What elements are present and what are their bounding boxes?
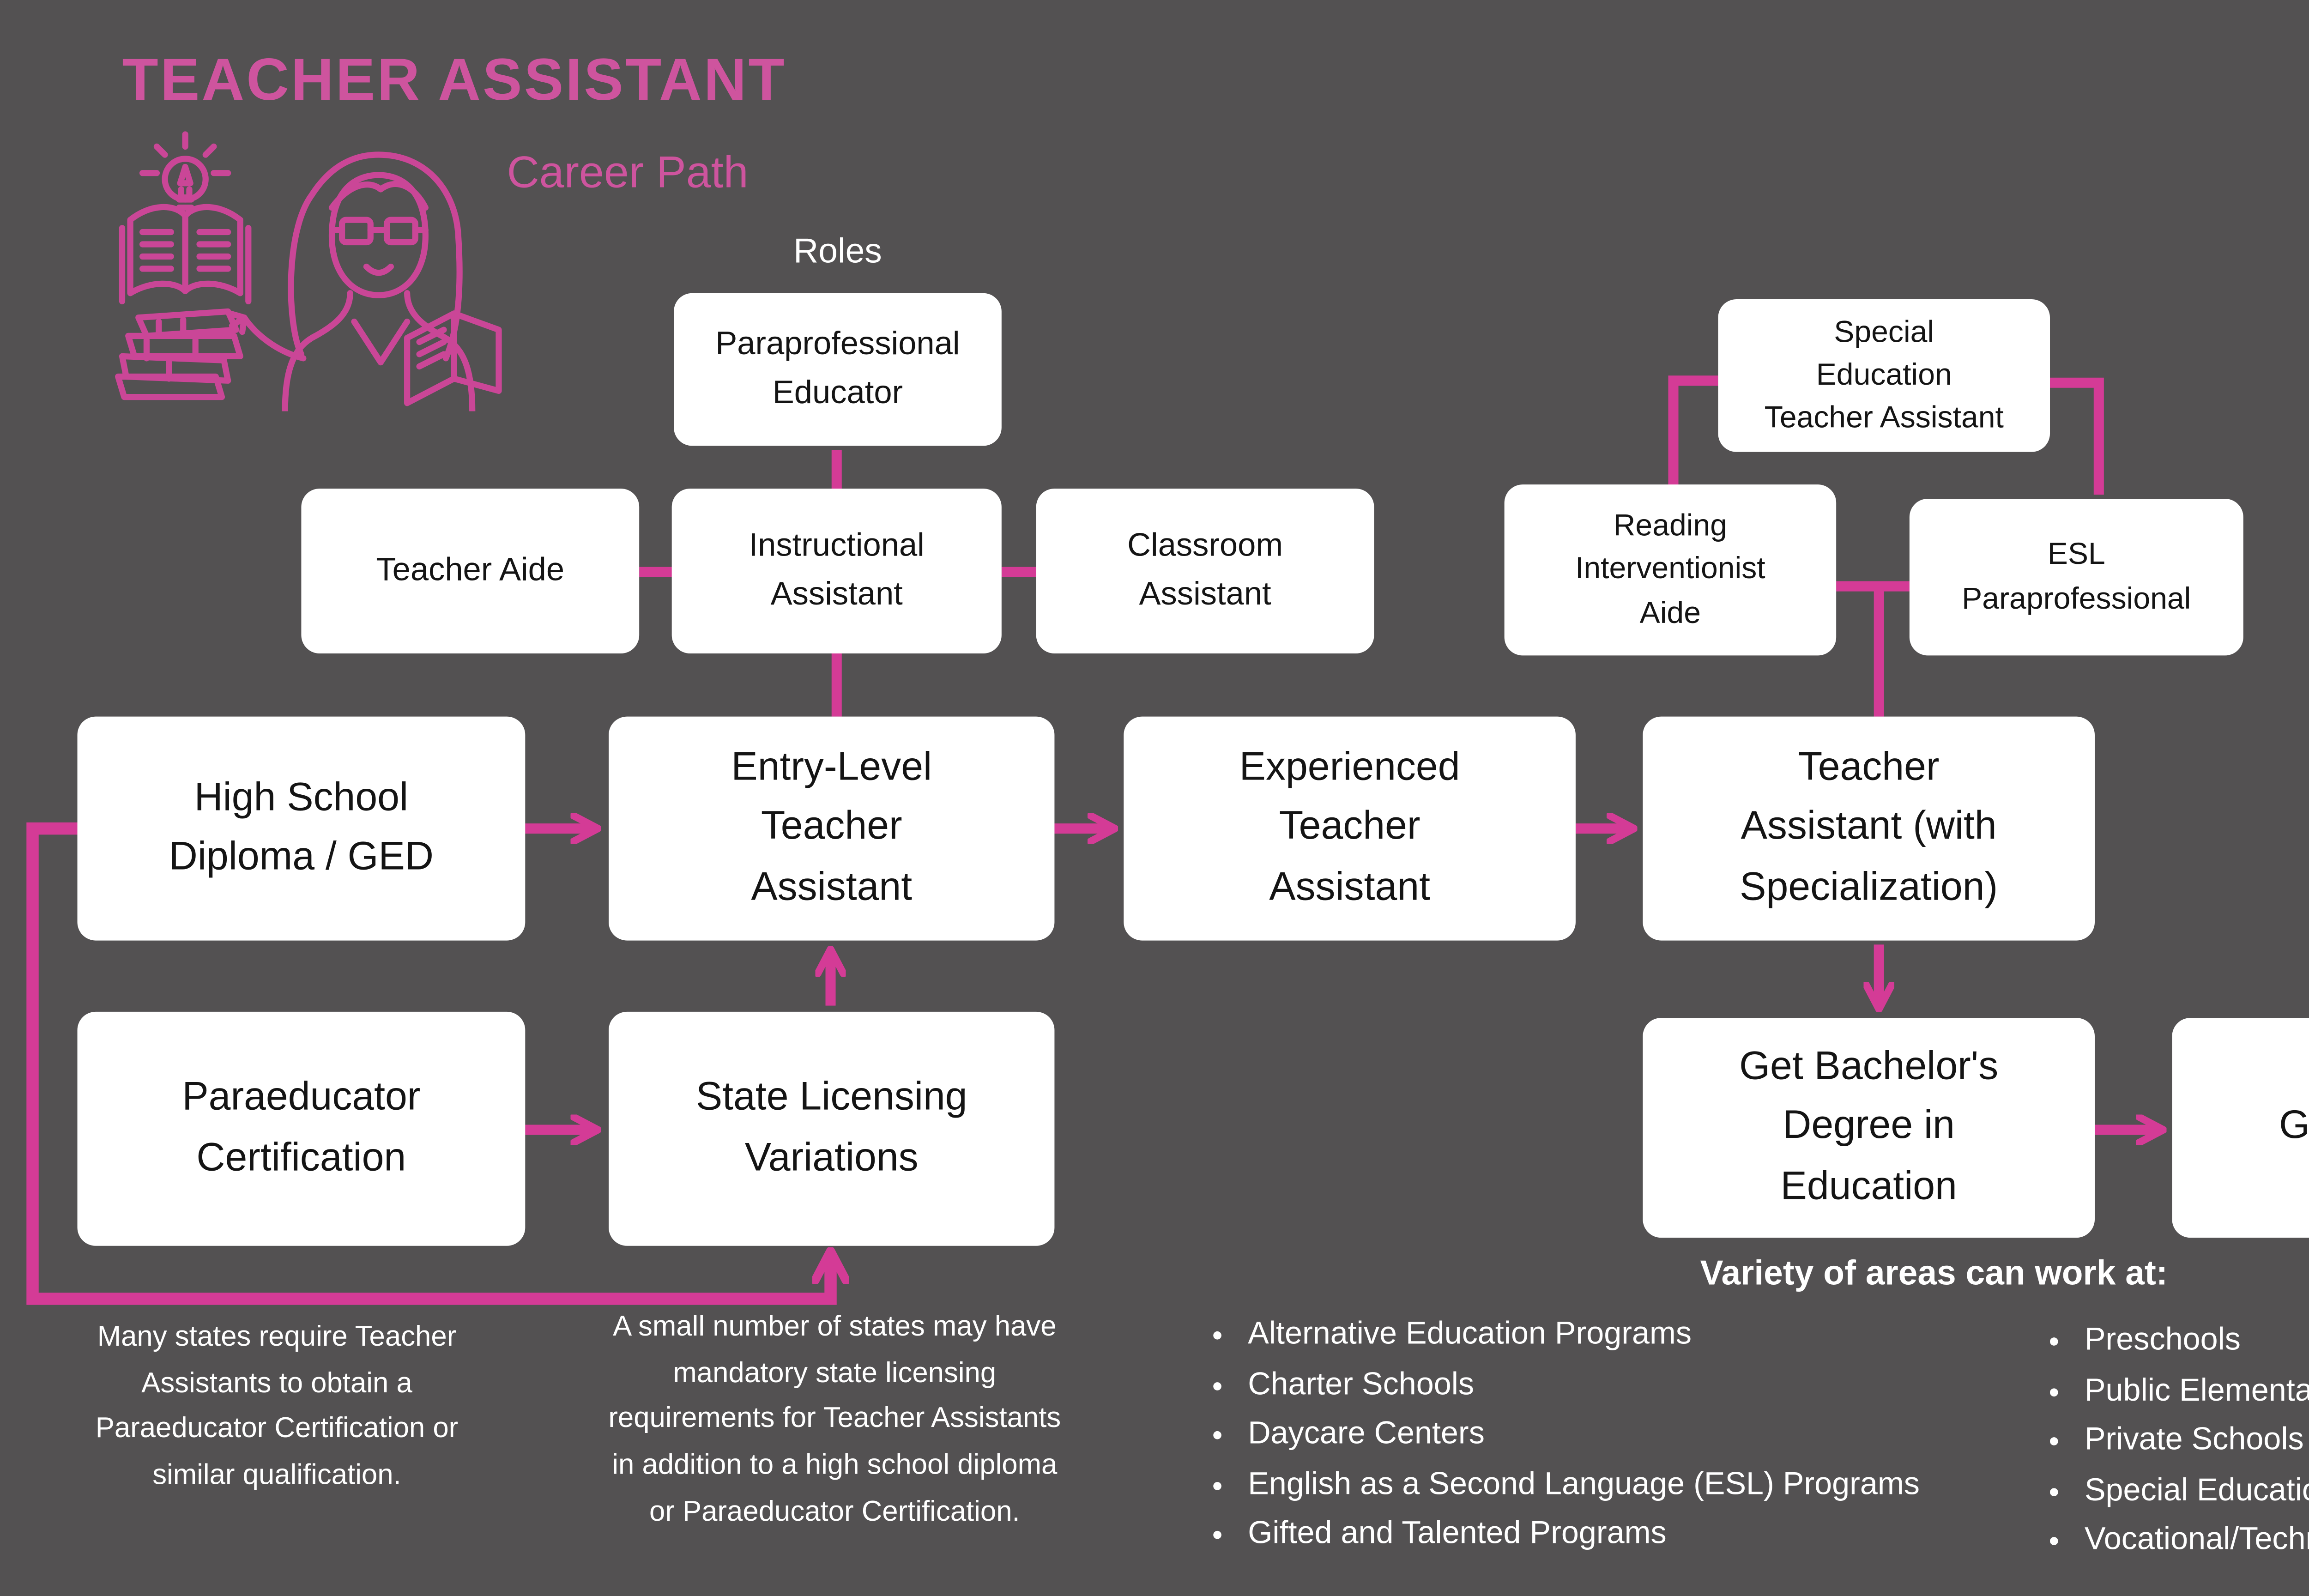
box-reading-interventionist-aide: Reading Interventionist Aide <box>1504 484 1837 656</box>
box-classroom-assistant: Classroom Assistant <box>1036 488 1374 654</box>
box-paraprofessional-educator: Paraprofessional Educator <box>674 293 1002 446</box>
work-areas-heading: Variety of areas can work at: <box>1700 1254 2168 1293</box>
work-area-item: English as a Second Language (ESL) Progr… <box>1244 1461 1920 1511</box>
work-area-item: Alternative Education Programs <box>1244 1311 1920 1361</box>
box-teacher-aide: Teacher Aide <box>301 488 640 654</box>
box-esl-paraprofessional: ESL Paraprofessional <box>1909 498 2243 656</box>
work-areas-list-left: Alternative Education Programs Charter S… <box>1209 1311 1920 1561</box>
work-area-item: Gifted and Talented Programs <box>1244 1511 1920 1561</box>
page-subtitle: Career Path <box>507 146 749 198</box>
box-get-bachelors-degree: Get Bachelor's Degree in Education <box>1643 1018 2095 1238</box>
work-area-item: Charter Schools <box>1244 1361 1920 1411</box>
work-area-item: Vocational/Technical Schools <box>2080 1517 2309 1567</box>
box-paraeducator-certification: Paraeducator Certification <box>77 1011 526 1246</box>
box-state-licensing-variations: State Licensing Variations <box>609 1011 1055 1246</box>
work-area-item: Daycare Centers <box>1244 1411 1920 1461</box>
box-experienced-teacher-assistant: Experienced Teacher Assistant <box>1124 716 1576 941</box>
note-paraeducator-certification: Many states require Teacher Assistants t… <box>95 1319 459 1490</box>
work-area-item: Public Elementary / Middle / High School… <box>2080 1367 2309 1417</box>
teacher-illustration <box>115 131 502 411</box>
box-teacher-assistant-specialization: Teacher Assistant (with Specialization) <box>1643 716 2095 941</box>
work-area-item: Special Education Classrooms <box>2080 1467 2309 1517</box>
note-state-licensing: A small number of states may have mandat… <box>608 1309 1061 1526</box>
work-area-item: Preschools <box>2080 1317 2309 1367</box>
box-special-education-teacher-assistant: Special Education Teacher Assistant <box>1718 299 2050 452</box>
page-title: TEACHER ASSISTANT <box>122 48 787 114</box>
box-entry-level-teacher-assistant: Entry-Level Teacher Assistant <box>609 716 1055 941</box>
box-get-licensed: Get Licensed <box>2172 1018 2309 1238</box>
work-area-item: Private Schools <box>2080 1417 2309 1467</box>
box-high-school-diploma: High School Diploma / GED <box>77 716 526 941</box>
box-instructional-assistant: Instructional Assistant <box>671 488 1002 654</box>
work-areas-list-right: Preschools Public Elementary / Middle / … <box>2046 1317 2309 1567</box>
roles-label: Roles <box>793 232 882 271</box>
